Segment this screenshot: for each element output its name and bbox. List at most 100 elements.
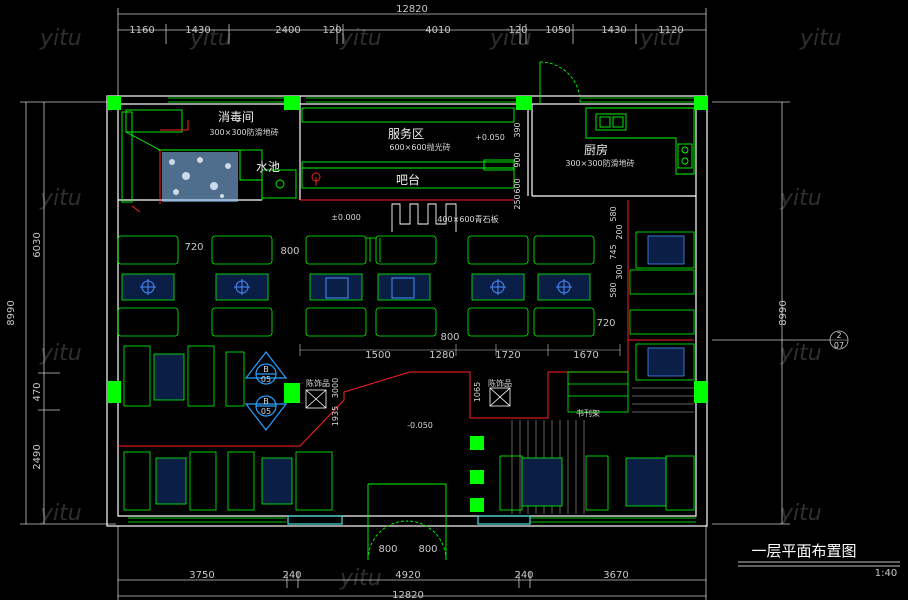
- right-overall-dimension: 8990: [778, 300, 789, 325]
- drawing-title: 一层平面布置图: [751, 542, 856, 560]
- column: [516, 96, 532, 110]
- stair-marker-letter: B: [263, 397, 269, 406]
- bottom-overall-dimension: 12820: [392, 590, 424, 600]
- room-label-kitchen: 厨房: [584, 142, 608, 157]
- disinfection-room: [121, 109, 297, 203]
- column: [107, 96, 121, 110]
- left-dimension-lines: [20, 101, 116, 525]
- column: [284, 96, 300, 110]
- interior-dimension: 3000: [331, 378, 340, 398]
- room-label-service: 服务区: [388, 126, 424, 141]
- stair-marker-letter: B: [263, 365, 269, 374]
- cyan-window-marks: [287, 515, 531, 525]
- title-block: [738, 561, 900, 567]
- dining-tables-top: [121, 273, 591, 301]
- level-mark-hall: ±0.000: [331, 213, 361, 222]
- right-booths: [629, 231, 695, 381]
- top-dimension: 4010: [425, 25, 450, 36]
- top-dimension: 120: [322, 25, 341, 36]
- label-display-cabinet: 陈饰品: [306, 378, 330, 388]
- top-dimension: 1160: [129, 25, 154, 36]
- stone-steps: [391, 203, 457, 232]
- level-mark-service: +0.050: [475, 133, 505, 142]
- bottom-dimension: 3750: [189, 570, 214, 581]
- interior-dimension: 300: [615, 264, 624, 279]
- floor-note-stone: 400×600青石板: [437, 214, 498, 224]
- column: [694, 381, 708, 403]
- window-glazing: [128, 97, 696, 523]
- interior-dimension: 720: [184, 242, 203, 253]
- mid-dimension-line: [299, 344, 621, 356]
- watermark: yitu: [799, 26, 842, 51]
- label-bookshelf: 书刊架: [576, 408, 600, 418]
- interior-dimension: 1720: [495, 350, 520, 361]
- stair-marker-sheet: 05: [261, 375, 271, 384]
- top-dimension: 1120: [658, 25, 683, 36]
- watermark: yitu: [779, 501, 822, 526]
- bookshelf: [567, 371, 629, 413]
- room-floor-note-kitchen: 300×300防滑地砖: [565, 158, 634, 168]
- interior-dimension: 745: [609, 244, 618, 259]
- watermark: yitu: [39, 341, 82, 366]
- interior-dimension: 800: [418, 544, 437, 555]
- interior-dimension: 580: [609, 206, 618, 221]
- left-overall-dimension: 8990: [6, 300, 17, 325]
- watermark-layer: yitu yitu yitu yitu yitu yitu yitu yitu …: [39, 26, 842, 591]
- interior-dimension: 250: [513, 194, 522, 209]
- dining-booths-top: [117, 235, 595, 337]
- column: [470, 498, 484, 512]
- service-area: [301, 107, 515, 189]
- label-display-cabinet: 陈饰品: [488, 378, 512, 388]
- interior-dimension: 800: [378, 544, 397, 555]
- level-mark-entrance: -0.050: [407, 421, 433, 430]
- top-dimension: 1430: [601, 25, 626, 36]
- top-dimension-lines: [117, 8, 707, 96]
- column: [470, 470, 484, 484]
- kitchen: [539, 61, 695, 175]
- red-room-outline: [131, 120, 189, 213]
- interior-dimension: 1935: [331, 406, 340, 426]
- left-dimension: 470: [32, 382, 43, 401]
- interior-dimension: 1500: [365, 350, 390, 361]
- column: [284, 383, 300, 403]
- column: [470, 436, 484, 450]
- room-label-sink: 水池: [256, 160, 280, 174]
- interior-dimension: 800: [280, 246, 299, 257]
- display-cabinets: [305, 387, 511, 409]
- top-dimension: 1050: [545, 25, 570, 36]
- interior-dimension: 200: [615, 224, 624, 239]
- interior-dimension: 1065: [473, 382, 482, 402]
- entrance-doors: [367, 483, 447, 561]
- sink-pattern-dots: [169, 157, 231, 198]
- interior-dimension: 1670: [573, 350, 598, 361]
- left-dimension: 2490: [32, 444, 43, 469]
- stair-marker-sheet: 05: [261, 407, 271, 416]
- lower-left-seating: [123, 345, 333, 511]
- room-label-bar: 吧台: [396, 172, 420, 187]
- interior-dimension: 800: [440, 332, 459, 343]
- watermark: yitu: [779, 186, 822, 211]
- lower-left-tables: [153, 353, 293, 505]
- interior-dimension: 390: [513, 122, 522, 137]
- structural-columns: [107, 96, 708, 512]
- watermark: yitu: [779, 341, 822, 366]
- top-dimension: 120: [508, 25, 527, 36]
- watermark: yitu: [39, 186, 82, 211]
- bottom-dimension: 240: [514, 570, 533, 581]
- table-pattern-marks: [140, 277, 572, 299]
- top-overall-dimension: 12820: [396, 4, 428, 15]
- watermark: yitu: [39, 501, 82, 526]
- watermark: yitu: [339, 566, 382, 591]
- room-floor-note-disinfection: 300×300防滑地砖: [209, 127, 278, 137]
- room-label-disinfection: 消毒间: [218, 110, 254, 124]
- interior-dimension: 580: [609, 282, 618, 297]
- bottom-dimension: 3670: [603, 570, 628, 581]
- column: [694, 96, 708, 110]
- interior-dimension: 900: [513, 152, 522, 167]
- bottom-dimension: 240: [282, 570, 301, 581]
- left-dimension: 6030: [32, 232, 43, 257]
- lower-right-tables: [521, 457, 667, 507]
- room-floor-note-service: 600×600抛光砖: [389, 142, 450, 152]
- stair-marker: [244, 351, 288, 431]
